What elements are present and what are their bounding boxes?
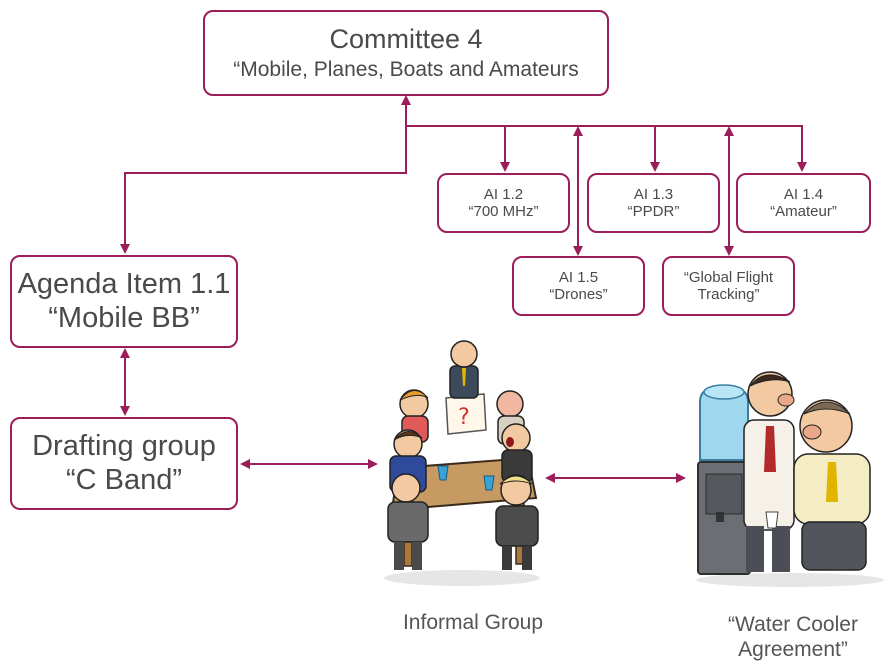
informal-group-caption: Informal Group bbox=[378, 610, 568, 635]
ai14-box: AI 1.4 “Amateur” bbox=[736, 173, 871, 233]
drafting-group-name: “C Band” bbox=[65, 463, 183, 496]
ai15-label: AI 1.5 bbox=[558, 268, 599, 286]
informal-group-label: Informal Group bbox=[402, 611, 544, 634]
meeting-illustration: ? bbox=[384, 340, 540, 586]
water-cooler-line1: “Water Cooler bbox=[728, 613, 858, 636]
water-cooler-line2: Agreement” bbox=[738, 638, 848, 662]
committee-box: Committee 4 “Mobile, Planes, Boats and A… bbox=[203, 10, 609, 96]
ai13-name: “PPDR” bbox=[627, 203, 680, 220]
ai15-box: AI 1.5 “Drones” bbox=[512, 256, 645, 316]
ai15-name: “Drones” bbox=[549, 286, 608, 303]
gft-line2: Tracking” bbox=[697, 286, 760, 303]
gft-box: “Global Flight Tracking” bbox=[662, 256, 795, 316]
ai12-label: AI 1.2 bbox=[483, 185, 524, 203]
arrow-to-ai11 bbox=[120, 126, 407, 254]
svg-text:?: ? bbox=[458, 405, 470, 430]
ai14-label: AI 1.4 bbox=[783, 185, 824, 203]
ai13-label: AI 1.3 bbox=[633, 185, 674, 203]
ai12-name: “700 MHz” bbox=[468, 203, 539, 220]
ai14-name: “Amateur” bbox=[770, 203, 837, 220]
ai13-box: AI 1.3 “PPDR” bbox=[587, 173, 720, 233]
committee-title: Committee 4 bbox=[329, 23, 483, 54]
gft-line1: “Global Flight bbox=[683, 268, 774, 286]
drafting-group-box: Drafting group “C Band” bbox=[10, 417, 238, 510]
water-cooler-illustration bbox=[696, 371, 884, 587]
agenda-item-11-box: Agenda Item 1.1 “Mobile BB” bbox=[10, 255, 238, 348]
committee-subtitle: “Mobile, Planes, Boats and Amateurs bbox=[233, 57, 579, 81]
agenda-item-11-name: “Mobile BB” bbox=[48, 301, 200, 334]
water-cooler-caption: “Water Cooler Agreement” bbox=[700, 612, 886, 662]
agenda-item-11-title: Agenda Item 1.1 bbox=[17, 268, 231, 301]
drafting-group-title: Drafting group bbox=[32, 430, 216, 463]
ai12-box: AI 1.2 “700 MHz” bbox=[437, 173, 570, 233]
